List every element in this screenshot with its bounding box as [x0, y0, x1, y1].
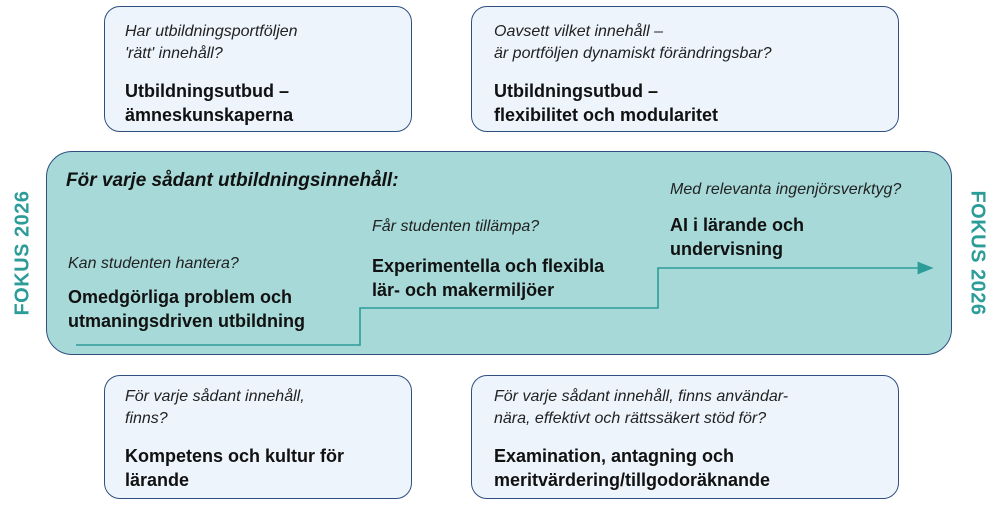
- focus-heading: För varje sådant utbildningsinnehåll:: [66, 170, 399, 191]
- box-question: Har utbildningsportföljen 'rätt' innehål…: [125, 23, 298, 62]
- step-3-question: Med relevanta ingenjörsverktyg?: [670, 181, 902, 198]
- focus-label-left: FOKUS 2026: [11, 190, 34, 316]
- step-2-question: Får studenten tillämpa?: [372, 218, 540, 235]
- step-1-title: Omedgörliga problem och utmaningsdriven …: [68, 287, 305, 331]
- box-bottom-right: För varje sådant innehåll, finns använda…: [471, 375, 899, 499]
- focus-panel: [46, 151, 952, 355]
- focus-label-right: FOKUS 2026: [966, 190, 989, 316]
- step-2-title: Experimentella och flexibla lär- och mak…: [372, 256, 605, 300]
- step-3-title: AI i lärande och undervisning: [670, 215, 805, 259]
- box-bottom-left: För varje sådant innehåll, finns? Kompet…: [104, 375, 412, 499]
- box-top-left: Har utbildningsportföljen 'rätt' innehål…: [104, 6, 412, 132]
- box-top-right: Oavsett vilket innehåll – är portföljen …: [471, 6, 899, 132]
- box-question: För varje sådant innehåll, finns?: [125, 388, 305, 427]
- box-title: Utbildningsutbud – ämneskunskaperna: [125, 81, 294, 125]
- box-question: Oavsett vilket innehåll – är portföljen …: [494, 23, 772, 62]
- box-title: Utbildningsutbud – flexibilitet och modu…: [494, 81, 719, 125]
- box-question: För varje sådant innehåll, finns använda…: [494, 388, 789, 427]
- step-1-question: Kan studenten hantera?: [68, 255, 239, 272]
- box-title: Examination, antagning och meritvärderin…: [494, 446, 771, 490]
- box-title: Kompetens och kultur för lärande: [125, 446, 345, 490]
